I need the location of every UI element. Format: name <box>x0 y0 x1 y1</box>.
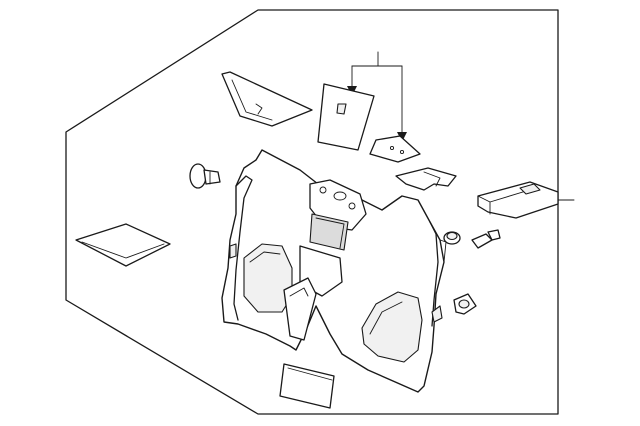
floor-mat-pad <box>75 223 171 267</box>
trim-cover-upper-left <box>221 71 313 127</box>
retainer-clip <box>395 167 457 191</box>
latch-rod <box>471 229 501 249</box>
rear-console-housing <box>221 149 447 393</box>
diagram-frame <box>65 9 559 415</box>
bracket-plate <box>369 135 421 163</box>
push-pin-fastener <box>189 163 221 189</box>
control-module <box>477 181 559 219</box>
lid-panel <box>317 83 375 151</box>
small-bezel <box>453 293 477 315</box>
lower-pad <box>279 363 335 409</box>
grommet <box>443 231 461 245</box>
